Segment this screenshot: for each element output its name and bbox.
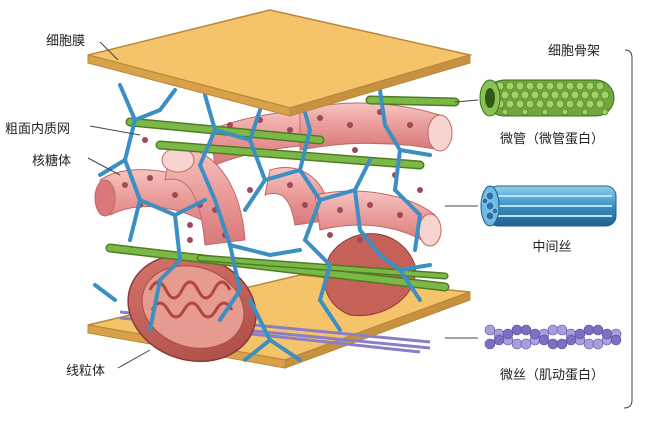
leader-lines bbox=[87, 41, 633, 409]
label-microfilament: 微丝（肌动蛋白） bbox=[499, 368, 605, 383]
intermediate-filament-detail bbox=[480, 185, 617, 227]
label-mitochondrion: 线粒体 bbox=[66, 364, 106, 379]
intermediate-filament-network bbox=[93, 83, 432, 362]
label-ribosome: 核糖体 bbox=[32, 154, 72, 169]
microfilament-detail bbox=[484, 324, 622, 350]
label-microtubule: 微管（微管蛋白） bbox=[499, 132, 605, 147]
microtubule-detail bbox=[479, 79, 615, 117]
label-cytoskeleton: 细胞骨架 bbox=[548, 44, 601, 59]
top-membrane bbox=[87, 9, 473, 117]
label-intermediate-filament: 中间丝 bbox=[532, 240, 572, 255]
mitochondrion-shape bbox=[127, 253, 257, 363]
label-rough-er: 粗面内质网 bbox=[5, 122, 71, 137]
label-cell-membrane: 细胞膜 bbox=[46, 34, 86, 49]
